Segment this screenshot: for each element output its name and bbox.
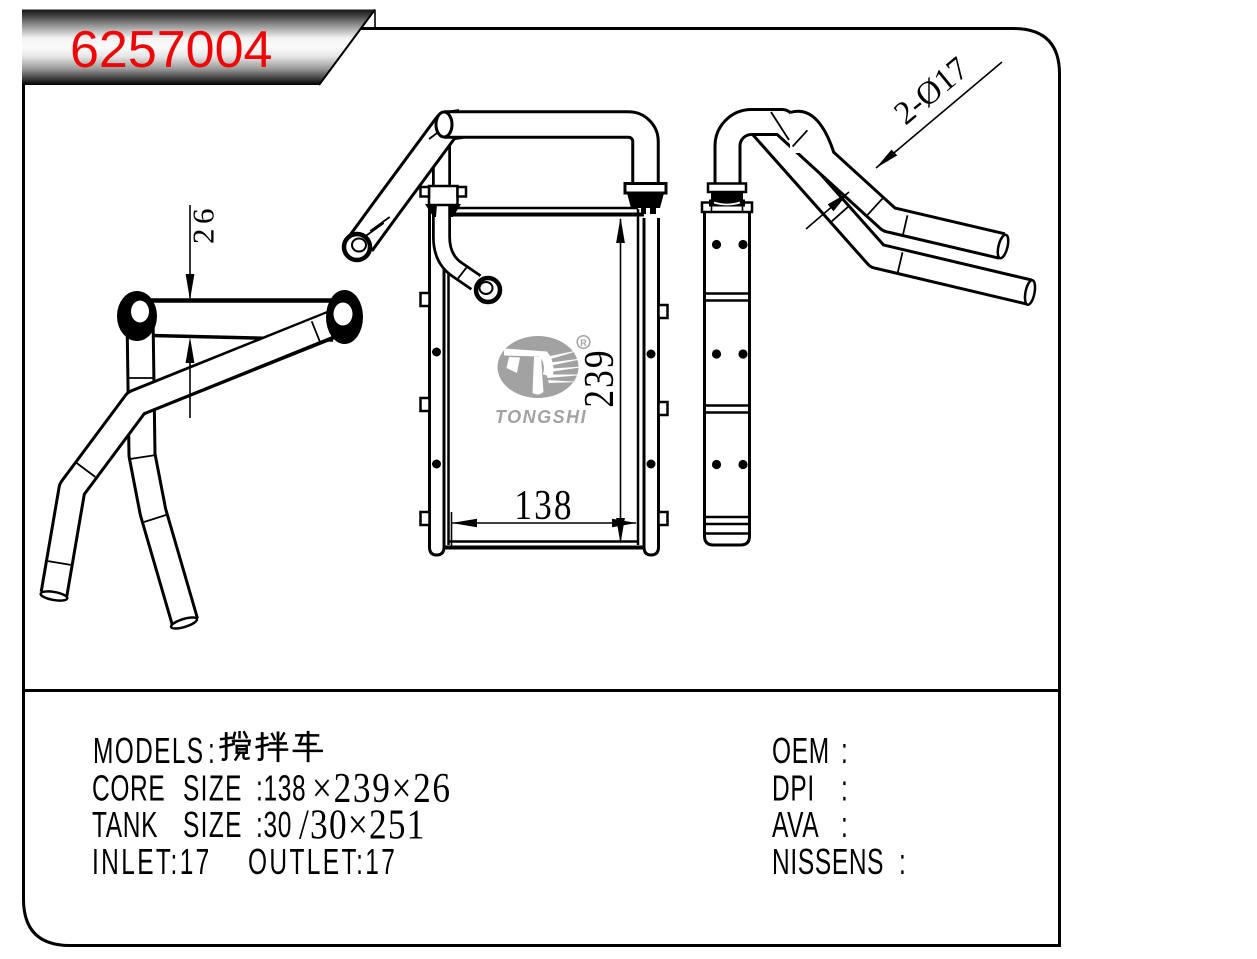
svg-text:DPI: DPI <box>772 768 815 809</box>
svg-text:OEM: OEM <box>772 730 830 771</box>
svg-text:CORE: CORE <box>92 768 165 809</box>
svg-text:138: 138 <box>514 482 573 529</box>
svg-text:26: 26 <box>186 204 221 244</box>
svg-text:OUTLET:17: OUTLET:17 <box>248 841 397 882</box>
svg-text:AVA: AVA <box>772 804 819 845</box>
svg-text::30: :30 <box>256 804 292 845</box>
svg-text::: : <box>208 730 215 771</box>
svg-text:TONGSHI: TONGSHI <box>495 407 587 427</box>
svg-text::: : <box>899 841 906 882</box>
svg-text:SIZE: SIZE <box>183 768 243 809</box>
svg-text::138: :138 <box>256 768 306 809</box>
svg-text:MODELS: MODELS <box>93 730 204 771</box>
svg-text::: : <box>841 768 848 809</box>
svg-text:SIZE: SIZE <box>183 804 243 845</box>
svg-text:×239×26: ×239×26 <box>312 765 452 812</box>
svg-text:TANK: TANK <box>92 804 158 845</box>
svg-text:INLET:17: INLET:17 <box>92 841 212 882</box>
svg-text:R: R <box>580 338 587 348</box>
svg-text:/30×251: /30×251 <box>299 802 426 849</box>
svg-text:NISSENS: NISSENS <box>772 841 884 882</box>
svg-text::: : <box>841 804 848 845</box>
svg-text::: : <box>841 730 848 771</box>
svg-text:239: 239 <box>576 348 623 407</box>
svg-text:2-Ø17: 2-Ø17 <box>888 51 976 132</box>
svg-text:6257004: 6257004 <box>70 21 272 79</box>
